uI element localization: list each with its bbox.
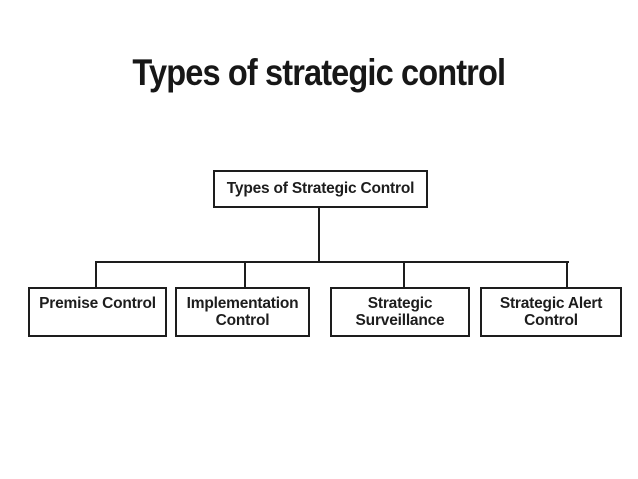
connector-horizontal-rail — [95, 261, 569, 263]
slide-title: Types of strategic control — [0, 54, 638, 91]
node-strategic-surveillance: Strategic Surveillance — [330, 287, 470, 337]
connector-drop-implementation — [244, 261, 246, 289]
node-label-line: Control — [524, 312, 578, 329]
connector-drop-alert — [566, 261, 568, 289]
node-label-line: Strategic Alert — [499, 295, 603, 312]
node-implementation-control: Implementation Control — [175, 287, 310, 337]
node-label-line: Control — [215, 312, 270, 329]
connector-drop-premise — [95, 261, 97, 289]
connector-root-stub — [318, 207, 320, 263]
connector-drop-surveillance — [403, 261, 405, 289]
node-label-line: Implementation — [186, 295, 299, 312]
root-node-label: Types of Strategic Control — [226, 180, 415, 197]
node-label-line: Surveillance — [355, 312, 445, 329]
slide-title-text: Types of strategic control — [132, 52, 507, 93]
node-premise-control: Premise Control — [28, 287, 167, 337]
root-node: Types of Strategic Control — [213, 170, 428, 208]
node-label-line: Premise Control — [39, 295, 156, 312]
node-strategic-alert-control: Strategic Alert Control — [480, 287, 622, 337]
node-label-line: Strategic — [367, 295, 433, 312]
